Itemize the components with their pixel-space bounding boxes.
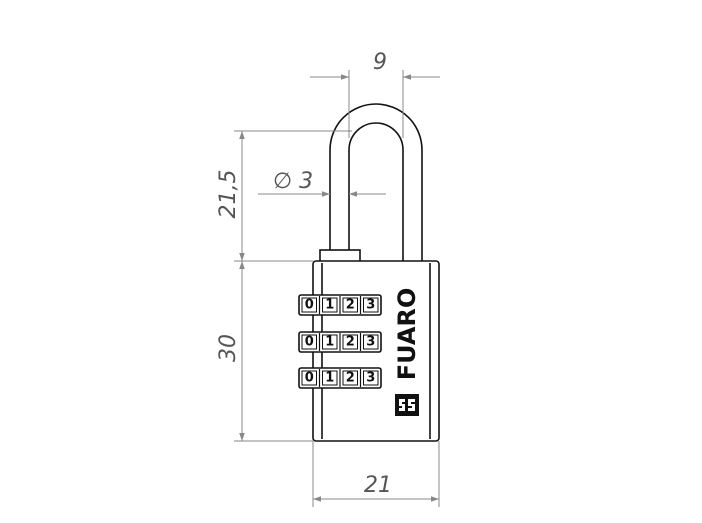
wheel-digit-box (322, 370, 338, 386)
wheel-digit-box (301, 297, 317, 313)
wheel-digit: 1 (325, 371, 334, 386)
shackle (319, 103, 423, 263)
dimension-label-shackle-height: 21,5 (216, 170, 241, 219)
brand-group: FUARO (393, 288, 421, 416)
brand-name: FUARO (393, 288, 421, 381)
wheel-digit: 1 (325, 335, 334, 350)
wheel-digit-box (301, 334, 317, 350)
dimension-shackle-height: 21,5 (216, 130, 352, 262)
dimension-body-height: 30 (216, 261, 313, 442)
dimension-label-body-width: 21 (364, 473, 392, 498)
wheel-digit-box (342, 334, 358, 350)
fuaro-logo-icon (395, 394, 419, 416)
dimension-label-shackle-width: 9 (373, 50, 387, 75)
wheel-digit-box (363, 334, 379, 350)
wheel-digit: 3 (366, 298, 375, 313)
wheel-digit: 2 (346, 371, 355, 386)
wheel-digit: 2 (346, 335, 355, 350)
wheel-digit-box (363, 297, 379, 313)
shackle-outer-outline (329, 103, 423, 262)
wheel-digit: 1 (325, 298, 334, 313)
dimension-body-width: 21 (312, 441, 440, 507)
wheel-digit-box (301, 370, 317, 386)
dimension-label-shackle-diameter: ∅ 3 (273, 169, 313, 194)
wheel-digit: 0 (305, 335, 314, 350)
wheel-digit: 3 (366, 335, 375, 350)
wheel-digit-box (322, 334, 338, 350)
dimension-shackle-width: 9 (310, 50, 440, 138)
wheel-digit: 2 (346, 298, 355, 313)
wheel-digit-box (363, 370, 379, 386)
wheel-digit: 3 (366, 371, 375, 386)
wheel-digit-box (342, 297, 358, 313)
wheel-digit-box (342, 370, 358, 386)
shackle-inner-outline (348, 122, 404, 262)
wheel-digit: 0 (305, 298, 314, 313)
dimension-shackle-diameter: ∅ 3 (258, 169, 386, 197)
dimension-label-body-height: 30 (216, 334, 241, 362)
wheel-digit: 0 (305, 371, 314, 386)
wheel-digit-box (322, 297, 338, 313)
